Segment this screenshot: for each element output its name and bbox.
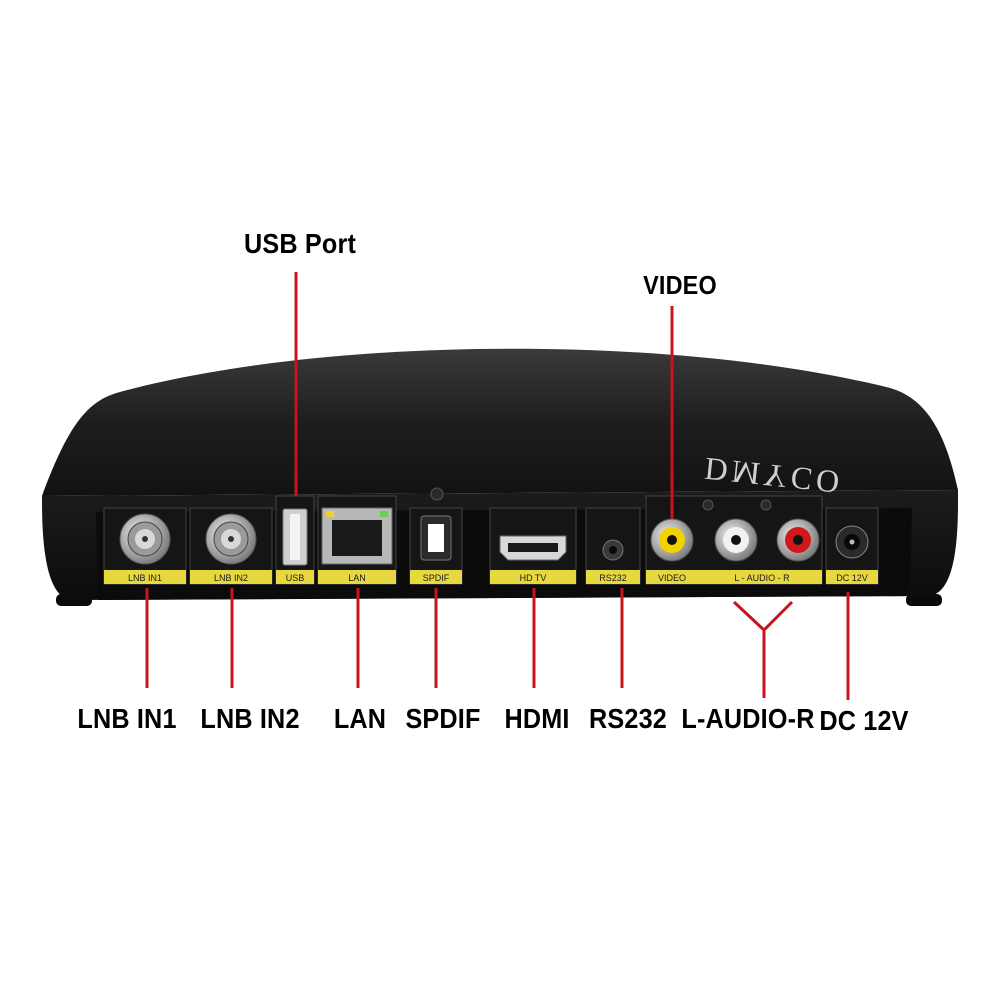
rs232-label: RS232 bbox=[599, 573, 627, 583]
usb-port-callout: USB Port bbox=[243, 228, 357, 259]
lnb-in2-label: LNB IN2 bbox=[214, 573, 248, 583]
callout-lines bbox=[145, 272, 850, 700]
hdmi-port: HD TV bbox=[489, 507, 577, 585]
lan-label: LAN bbox=[348, 573, 366, 583]
right-foot bbox=[906, 594, 942, 606]
rca-video-port bbox=[650, 518, 694, 562]
hd-tv-label: HD TV bbox=[520, 573, 547, 583]
l-audio-r-callout: L-AUDIO-R bbox=[681, 703, 815, 734]
usb-port: USB bbox=[275, 495, 315, 585]
box-top-surface bbox=[42, 348, 958, 496]
video-callout: VIDEO bbox=[643, 270, 717, 300]
rca-audio-left-port bbox=[714, 518, 758, 562]
lnb-in1-callout: LNB IN1 bbox=[77, 703, 177, 734]
dc-12v-port: DC 12V bbox=[825, 507, 879, 585]
lnb-in2-port: LNB IN2 bbox=[189, 507, 273, 585]
spdif-callout: SPDIF bbox=[405, 703, 481, 734]
lan-callout: LAN bbox=[333, 703, 387, 734]
lnb-in1-label: LNB IN1 bbox=[128, 573, 162, 583]
spdif-port: SPDIF bbox=[409, 487, 463, 585]
spdif-label: SPDIF bbox=[423, 573, 450, 583]
l-audio-r-label: L - AUDIO - R bbox=[734, 573, 790, 583]
lnb-in2-callout: LNB IN2 bbox=[200, 703, 300, 734]
lnb-in1-port: LNB IN1 bbox=[103, 507, 187, 585]
l-audio-r-callout-line bbox=[732, 600, 794, 698]
rs232-callout: RS232 bbox=[589, 703, 667, 734]
rs232-port: RS232 bbox=[585, 507, 641, 585]
lan-port: LAN bbox=[317, 495, 397, 585]
usb-label: USB bbox=[286, 573, 305, 583]
hdmi-callout: HDMI bbox=[504, 703, 570, 734]
video-label: VIDEO bbox=[658, 573, 686, 583]
rca-audio-right-port bbox=[776, 518, 820, 562]
dc-12v-callout: DC 12V bbox=[819, 705, 909, 736]
dc-12v-label: DC 12V bbox=[836, 573, 868, 583]
